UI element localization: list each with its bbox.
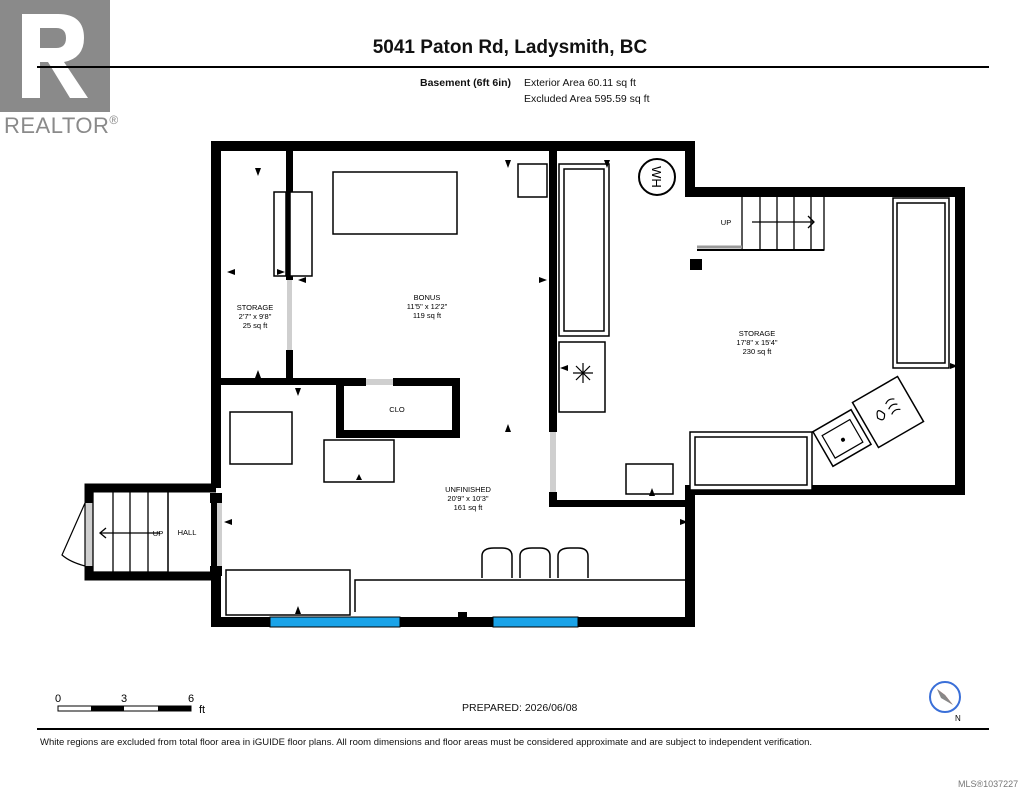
mls-number: MLS®1037227: [958, 779, 1019, 789]
room-labels: STORAGE 2'7" x 9'8" 25 sq ft BONUS 11'5"…: [153, 218, 778, 538]
realtor-wordmark: REALTOR®: [4, 113, 119, 138]
stairs-left: [92, 490, 169, 573]
hall-label: HALL: [178, 528, 197, 537]
washer-icon: [851, 375, 925, 449]
footer-divider: [37, 728, 989, 730]
storage-right-name: STORAGE: [739, 329, 776, 338]
compass-north-label: N: [955, 714, 961, 723]
title-divider: [37, 66, 989, 68]
storage-right-dims: 17'8" x 15'4": [736, 338, 777, 347]
up-right-label: UP: [721, 218, 731, 227]
scale-unit: ft: [199, 704, 205, 716]
unfinished-dims: 20'9" x 10'3": [447, 494, 488, 503]
window-left: [269, 616, 401, 628]
stairs-right: [697, 195, 825, 251]
realtor-logo: [0, 0, 110, 112]
page-title: 5041 Paton Rd, Ladysmith, BC: [372, 37, 648, 58]
prepared-date: PREPARED: 2026/06/08: [462, 702, 578, 714]
disclaimer-text: White regions are excluded from total fl…: [40, 737, 813, 748]
storage-left-name: STORAGE: [237, 303, 274, 312]
door-openings: [85, 280, 556, 566]
scale-label-3: 3: [121, 693, 127, 705]
up-left-label: UP: [153, 529, 163, 538]
unfinished-name: UNFINISHED: [445, 485, 491, 494]
excluded-area: Excluded Area 595.59 sq ft: [524, 93, 650, 105]
storage-right-area: 230 sq ft: [743, 347, 773, 356]
storage-left-area: 25 sq ft: [243, 321, 269, 330]
bonus-name: BONUS: [414, 293, 441, 302]
column-post: [690, 259, 702, 270]
bonus-dims: 11'5" x 12'2": [407, 302, 448, 311]
level-label: Basement (6ft 6in): [420, 77, 512, 89]
fixtures: [225, 163, 950, 616]
exterior-area: Exterior Area 60.11 sq ft: [524, 77, 636, 89]
freezer-snowflake-icon: [573, 363, 593, 383]
scale-label-6: 6: [188, 693, 194, 705]
sink-icon: [811, 408, 873, 468]
clo-label: CLO: [389, 405, 405, 414]
storage-left-dims: 2'7" x 9'8": [239, 312, 272, 321]
wall-post: [458, 612, 467, 619]
scale-label-0: 0: [55, 693, 61, 705]
scale-bar: 0 3 6 ft: [55, 693, 205, 716]
dimension-arrows: [224, 160, 958, 614]
exterior-door-swing: [61, 502, 86, 567]
unfinished-area: 161 sq ft: [454, 503, 484, 512]
water-heater-icon: WH: [638, 158, 676, 196]
window-right: [492, 616, 579, 628]
bonus-area: 119 sq ft: [413, 311, 442, 320]
realtor-r-icon: [0, 0, 110, 112]
compass-icon: N: [929, 681, 961, 723]
svg-text:WH: WH: [649, 166, 664, 188]
stools: [481, 547, 589, 578]
